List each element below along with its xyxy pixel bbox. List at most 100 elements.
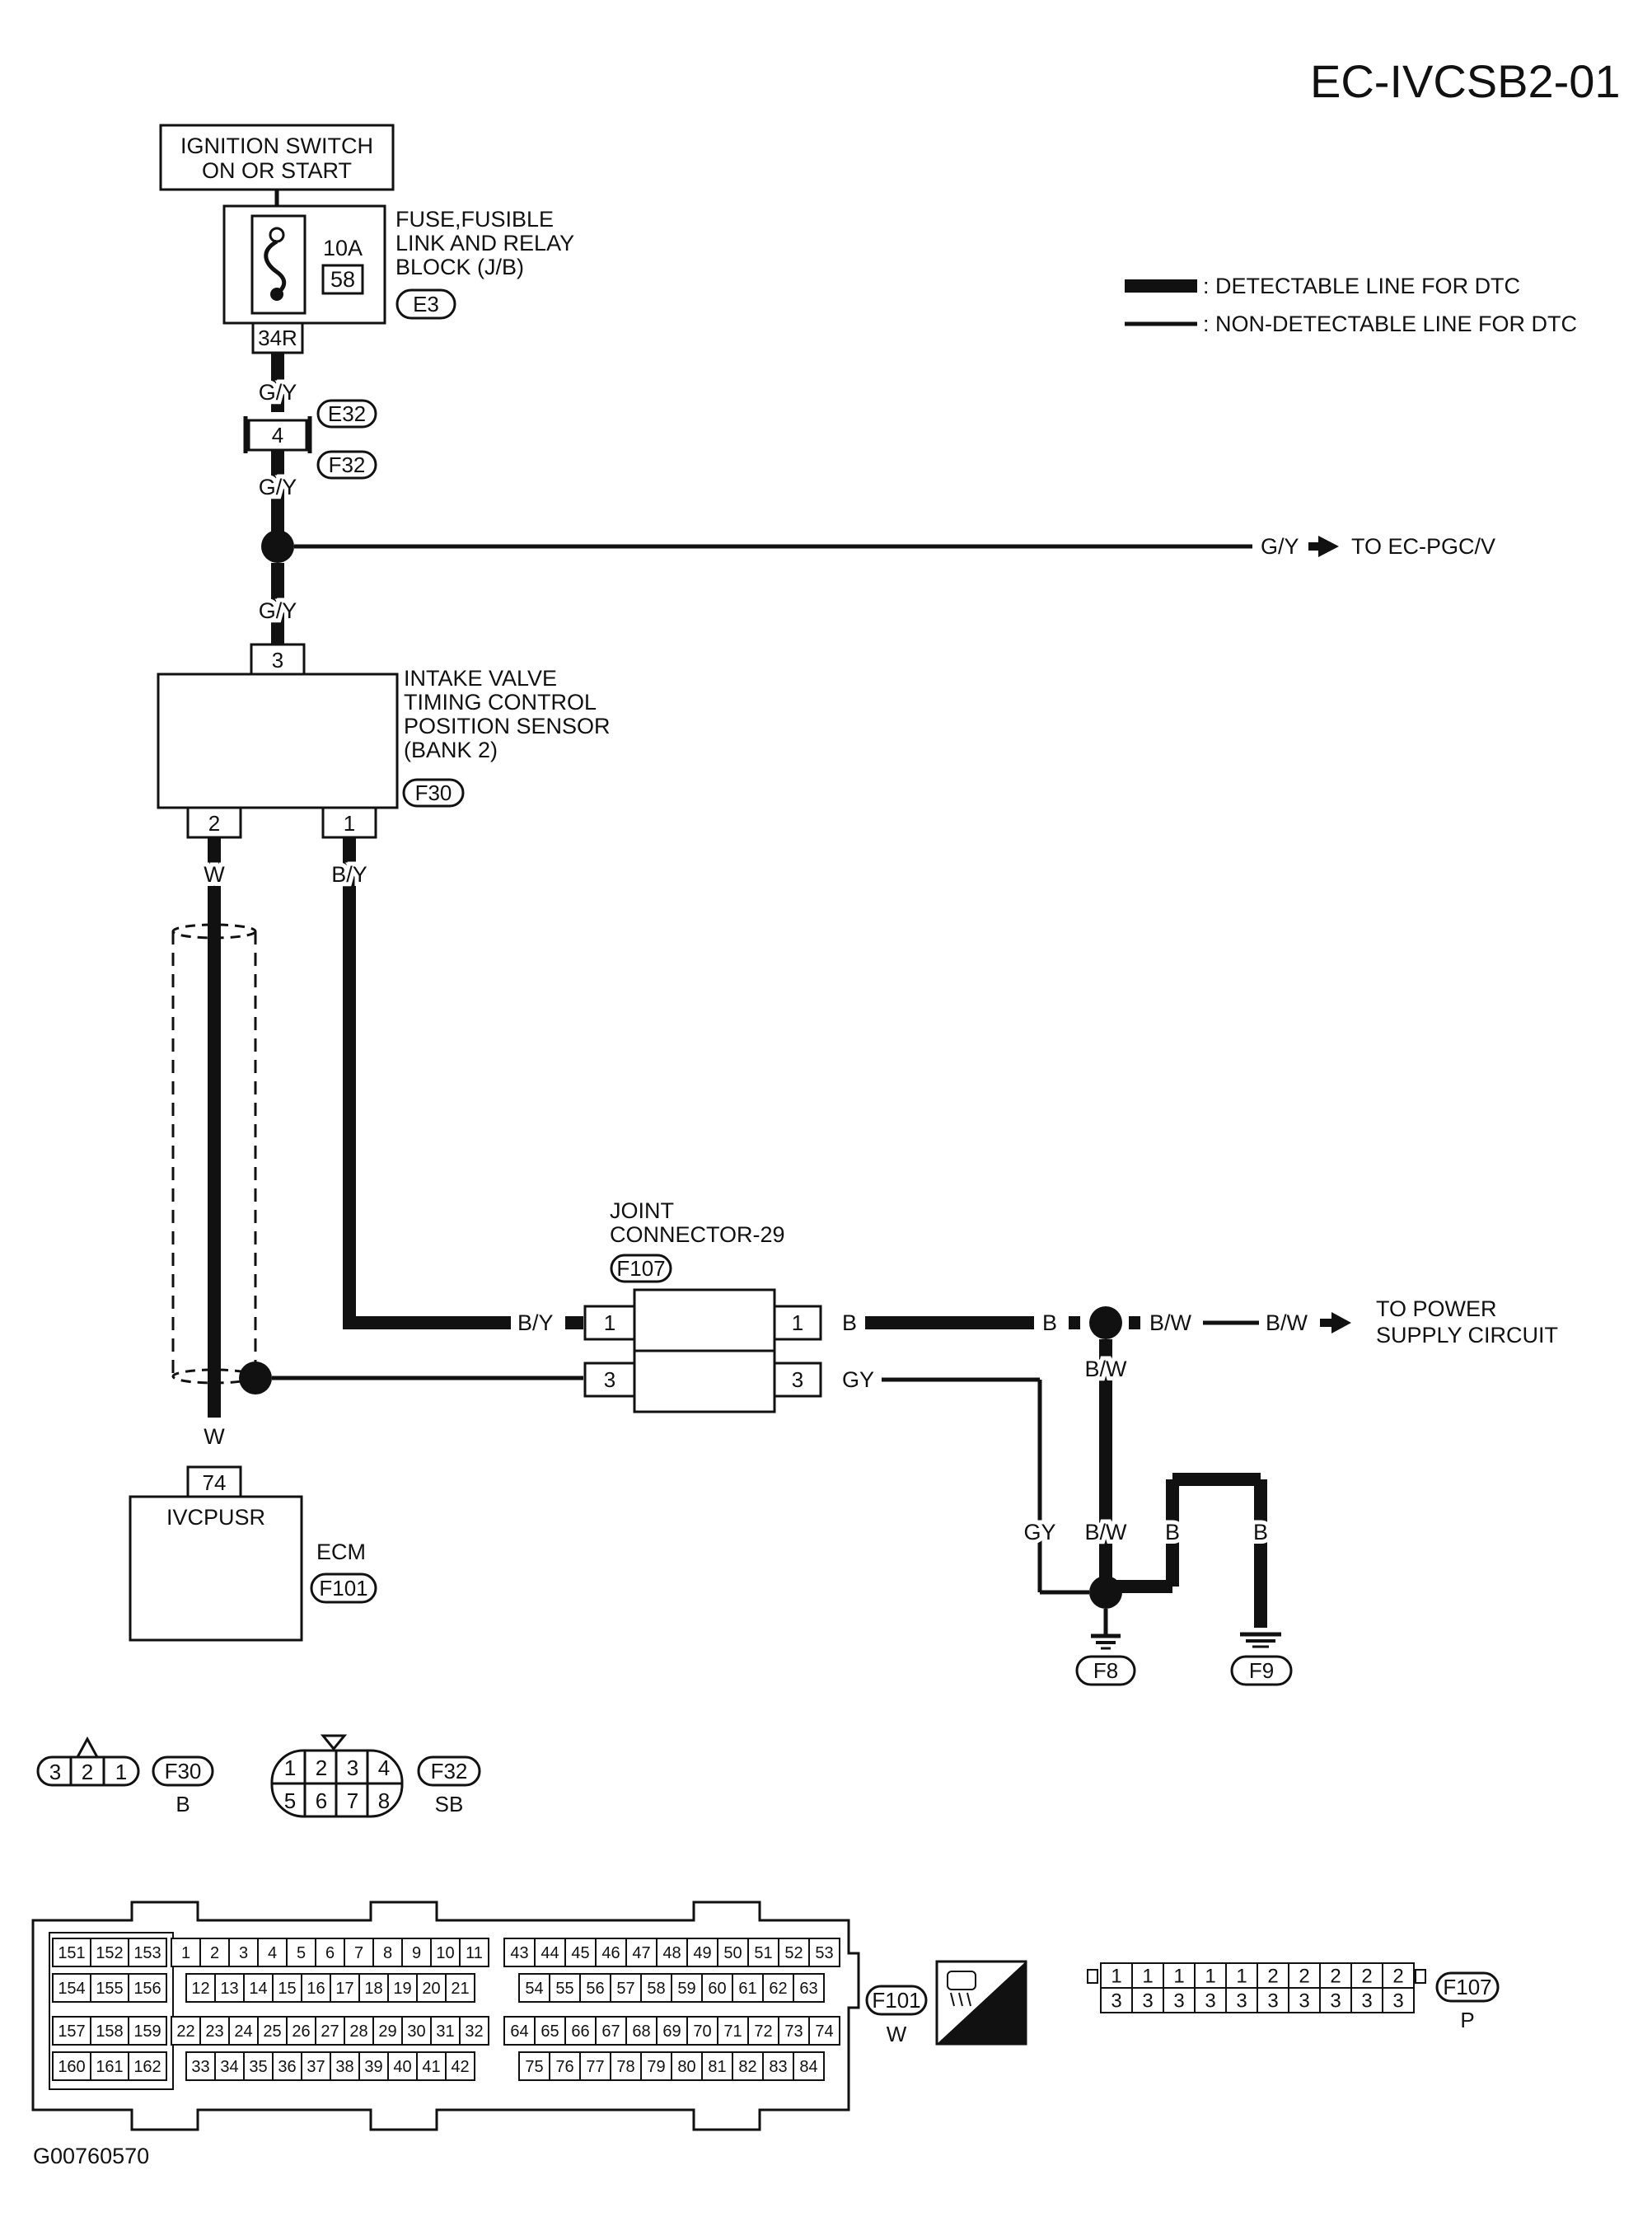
svg-text:3: 3 bbox=[792, 1367, 803, 1392]
fuse-rating: 10A bbox=[323, 236, 363, 260]
svg-text:1: 1 bbox=[115, 1760, 127, 1784]
arrow-right-icon bbox=[1318, 536, 1339, 557]
svg-text:IVCPUSR: IVCPUSR bbox=[166, 1505, 265, 1530]
wire-label-bw: B/W bbox=[1085, 1357, 1128, 1381]
wire-label-b: B bbox=[1165, 1520, 1180, 1544]
pin-number: 66 bbox=[571, 2022, 589, 2041]
pin-number: 156 bbox=[133, 1980, 161, 1998]
pin-number: 23 bbox=[205, 2022, 223, 2041]
pin-number: 17 bbox=[335, 1980, 353, 1998]
pin-number: 41 bbox=[422, 2058, 440, 2076]
svg-text:F9: F9 bbox=[1249, 1658, 1274, 1683]
pin-number: 79 bbox=[647, 2058, 665, 2076]
svg-text:4: 4 bbox=[378, 1755, 390, 1780]
pin-number: 12 bbox=[191, 1980, 209, 1998]
svg-text:F107: F107 bbox=[1443, 1975, 1491, 1999]
connector-tag-e3 bbox=[395, 288, 456, 320]
wire-label-b: B bbox=[842, 1310, 857, 1335]
svg-text:1: 1 bbox=[604, 1310, 615, 1335]
pin-number: 3 bbox=[1267, 1990, 1278, 2013]
pin-number: 65 bbox=[541, 2022, 559, 2041]
pin-number: 162 bbox=[133, 2058, 161, 2076]
svg-text:H.S.: H.S. bbox=[971, 2010, 1019, 2037]
pin-number: 30 bbox=[407, 2022, 425, 2041]
pin-number: 59 bbox=[677, 1980, 695, 1998]
svg-text:7: 7 bbox=[347, 1788, 358, 1813]
wire-label-gy: G/Y bbox=[259, 598, 297, 623]
pin-number: 10 bbox=[436, 1944, 454, 1962]
pin-number: 28 bbox=[349, 2022, 367, 2041]
svg-text:F8: F8 bbox=[1093, 1658, 1118, 1683]
pin-number: 64 bbox=[510, 2022, 528, 2041]
wire-label-w: W bbox=[204, 862, 225, 887]
pin-number: 29 bbox=[378, 2022, 396, 2041]
svg-text:3: 3 bbox=[347, 1755, 358, 1780]
svg-text:3: 3 bbox=[49, 1760, 61, 1784]
pin-number: 3 bbox=[1111, 1990, 1121, 2013]
inline-connector: 4 E32 F32 bbox=[243, 399, 377, 480]
pin-number: 16 bbox=[307, 1980, 325, 1998]
svg-text:5: 5 bbox=[284, 1788, 296, 1813]
svg-text:F107: F107 bbox=[616, 1256, 665, 1281]
pin-number: 39 bbox=[364, 2058, 382, 2076]
pin-number: 54 bbox=[525, 1980, 543, 1998]
pin-number: 44 bbox=[541, 1944, 559, 1962]
shield bbox=[171, 923, 257, 1385]
splice-junction bbox=[261, 530, 294, 563]
arrow-right-icon bbox=[1331, 1312, 1351, 1333]
pin-number: 51 bbox=[754, 1944, 772, 1962]
pin-number: 84 bbox=[799, 2058, 817, 2076]
svg-text:W: W bbox=[887, 2022, 907, 2046]
pin-number: 2 bbox=[1299, 1966, 1309, 1988]
wire-label-w: W bbox=[204, 1424, 225, 1449]
svg-text:F32: F32 bbox=[431, 1759, 468, 1783]
pin-number: 8 bbox=[383, 1944, 392, 1962]
pin-number: 47 bbox=[632, 1944, 650, 1962]
pin-number: 151 bbox=[58, 1944, 85, 1962]
svg-text:SB: SB bbox=[435, 1792, 464, 1816]
pin-number: 50 bbox=[723, 1944, 742, 1962]
connector-f32: 1 2 3 4 5 6 7 8 F32 SB bbox=[270, 1734, 481, 1818]
pin-number: 7 bbox=[354, 1944, 363, 1962]
pin-number: 153 bbox=[133, 1944, 161, 1962]
svg-text:E32: E32 bbox=[328, 401, 366, 426]
pin-number: 48 bbox=[662, 1944, 681, 1962]
pin-number: 40 bbox=[393, 2058, 411, 2076]
pin-number: 81 bbox=[708, 2058, 726, 2076]
pin-number: 5 bbox=[297, 1944, 306, 1962]
pin-number: 1 bbox=[181, 1944, 190, 1962]
pin-number: 76 bbox=[555, 2058, 573, 2076]
svg-text:1: 1 bbox=[792, 1310, 803, 1335]
wire-label-gy: GY bbox=[1023, 1520, 1055, 1544]
svg-text:FUSE,FUSIBLE: FUSE,FUSIBLE bbox=[395, 207, 554, 232]
svg-text:ON OR START: ON OR START bbox=[202, 158, 352, 183]
svg-text:6: 6 bbox=[316, 1788, 327, 1813]
pin-number: 19 bbox=[393, 1980, 411, 1998]
pin-number: 75 bbox=[525, 2058, 543, 2076]
to-power-label: TO POWER bbox=[1376, 1296, 1497, 1321]
svg-text:3: 3 bbox=[272, 648, 283, 673]
pin-number: 1 bbox=[1173, 1966, 1184, 1988]
pin-number: 3 bbox=[1236, 1990, 1247, 2013]
pin-number: 3 bbox=[1205, 1990, 1215, 2013]
pin-number: 158 bbox=[96, 2022, 123, 2041]
joint-connector-29: JOINT CONNECTOR-29 F107 1 3 1 3 bbox=[583, 1198, 822, 1413]
pin-number: 2 bbox=[1267, 1966, 1278, 1988]
pin-number: 6 bbox=[325, 1944, 335, 1962]
pin-number: 78 bbox=[616, 2058, 634, 2076]
pin-number: 62 bbox=[769, 1980, 787, 1998]
svg-text:JOINT: JOINT bbox=[610, 1198, 674, 1223]
pin-number: 52 bbox=[784, 1944, 803, 1962]
pin-number: 45 bbox=[571, 1944, 589, 1962]
pin-number: 68 bbox=[632, 2022, 650, 2041]
pin-number: 161 bbox=[96, 2058, 123, 2076]
pin-number: 46 bbox=[601, 1944, 620, 1962]
svg-text:P: P bbox=[1460, 2008, 1474, 2032]
fuse-block: 10A 58 FUSE,FUSIBLE LINK AND RELAY BLOCK… bbox=[222, 204, 574, 354]
pin-number: 15 bbox=[278, 1980, 296, 1998]
pin-number: 32 bbox=[465, 2022, 483, 2041]
pin-number: 42 bbox=[451, 2058, 469, 2076]
